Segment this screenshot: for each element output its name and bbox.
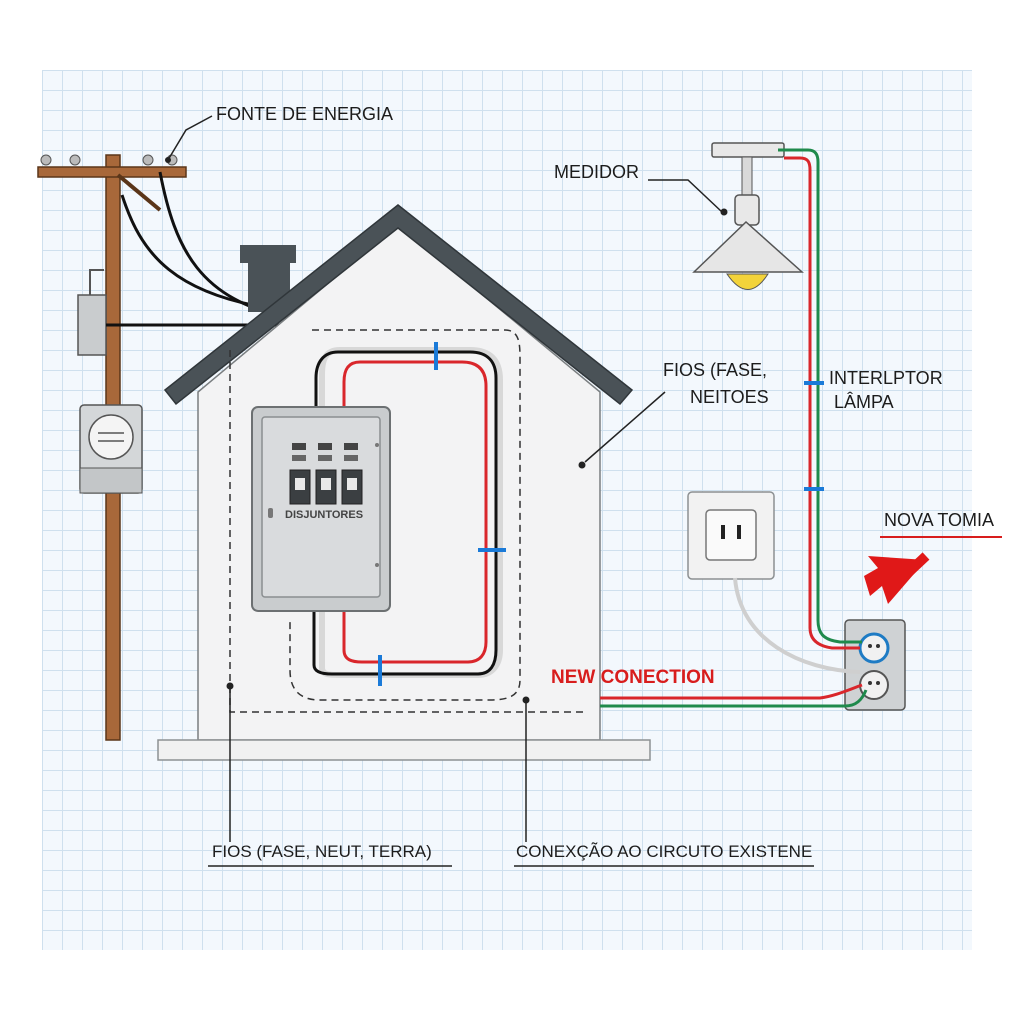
interior-wires <box>312 342 506 686</box>
label-new-connection: NEW CONECTION <box>551 667 715 688</box>
wall-outlet <box>687 491 775 580</box>
label-interruptor-2: LÂMPA <box>834 392 894 412</box>
label-nova-tomada: NOVA TOMIA <box>884 510 995 530</box>
breaker-panel <box>251 406 391 612</box>
leader-dots <box>165 157 728 704</box>
new-outlet-box <box>844 619 906 711</box>
label-interruptor-1: INTERLPTOR <box>829 368 943 388</box>
circuit-wires <box>600 148 868 708</box>
label-fios-fase-2: NEITOES <box>690 387 769 407</box>
label-fios-fase-1: FIOS (FASE, <box>663 360 768 380</box>
red-arrow-icon <box>864 552 930 604</box>
label-medidor: MEDIDOR <box>554 162 639 182</box>
label-fonte-energia: FONTE DE ENERGIA <box>216 104 394 124</box>
label-fios-bottom: FIOS (FASE, NEUT, TERRA) <box>212 842 432 861</box>
label-disjuntores: DISJUNTORES <box>285 509 364 521</box>
label-conexao: CONEXÇÃO AO CIRCUTO EXISTENE <box>516 842 813 861</box>
lamp <box>692 142 804 290</box>
pole-meter <box>79 404 143 494</box>
leader-lines <box>167 115 814 867</box>
